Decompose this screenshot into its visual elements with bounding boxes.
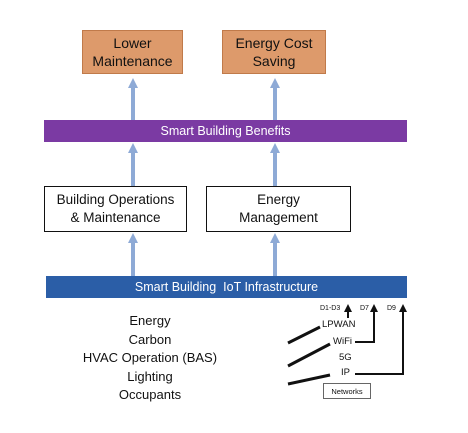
network-tier-line-d9 [355,304,407,375]
factor-item: Occupants [118,387,182,402]
tier-label-d7: D7 [360,305,369,312]
factor-item: Lighting [127,368,173,384]
network-label-5g: 5G [339,352,352,363]
network-label-wifi: WiFi [333,336,352,347]
energy-cost-saving-box: Energy Cost Saving [222,30,326,74]
factor-item: HVAC Operation (BAS) [82,350,218,365]
smart-building-benefits-bar: Smart Building Benefits [44,120,407,142]
factors-list: Energy Carbon HVAC Operation (BAS) Light… [70,312,230,405]
factor-item: Energy [129,313,171,328]
tier-label-d9: D9 [387,305,396,312]
factor-item: Carbon [128,331,172,347]
networks-caption-box: Networks [323,383,371,399]
network-diagram [287,304,407,386]
network-tier-line-d7 [355,304,378,343]
network-diagonal-ip [287,373,331,386]
lower-maintenance-box: Lower Maintenance [82,30,183,74]
iot-infrastructure-bar: Smart Building IoT Infrastructure [46,276,407,298]
network-diagonal-lpwan [287,325,321,345]
network-label-lpwan: LPWAN [322,319,356,330]
network-diagonal-wifi [287,342,331,368]
energy-management-box: Energy Management [206,186,351,232]
network-label-ip: IP [341,367,350,378]
tier-label-d1-d3: D1-D3 [320,305,341,312]
building-operations-box: Building Operations & Maintenance [44,186,187,232]
